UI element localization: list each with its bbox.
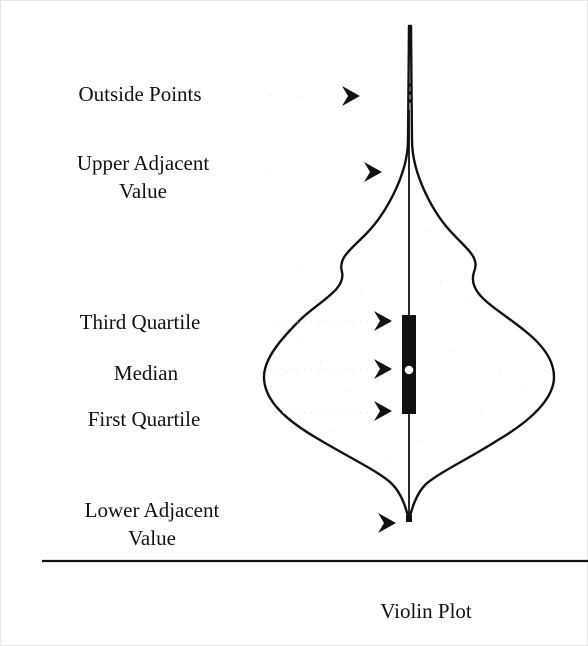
arrowhead-first-quartile (374, 401, 392, 421)
median-marker (403, 364, 415, 376)
arrowhead-lower-adjacent (378, 513, 396, 533)
label-first-quartile: First Quartile (87, 407, 201, 431)
outside-points (407, 83, 412, 103)
guide-dots (276, 321, 372, 414)
label-lower-adjacent-value: Lower Adjacent Value (84, 498, 220, 550)
figure-caption: Violin Plot (380, 599, 472, 623)
arrowhead-pointer-icon (342, 86, 396, 533)
violin-stipple (270, 95, 522, 462)
lower-adjacent-marker (406, 515, 412, 522)
arrowhead-third-quartile (374, 311, 392, 331)
arrowhead-upper-adjacent (364, 162, 382, 182)
label-median: Median (113, 361, 179, 385)
label-outside-points: Outside Points (78, 82, 202, 106)
label-third-quartile: Third Quartile (79, 310, 201, 334)
arrowhead-median (374, 359, 392, 379)
label-upper-adjacent-value: Upper Adjacent Value (76, 151, 210, 203)
arrowhead-outside-points (342, 86, 360, 106)
